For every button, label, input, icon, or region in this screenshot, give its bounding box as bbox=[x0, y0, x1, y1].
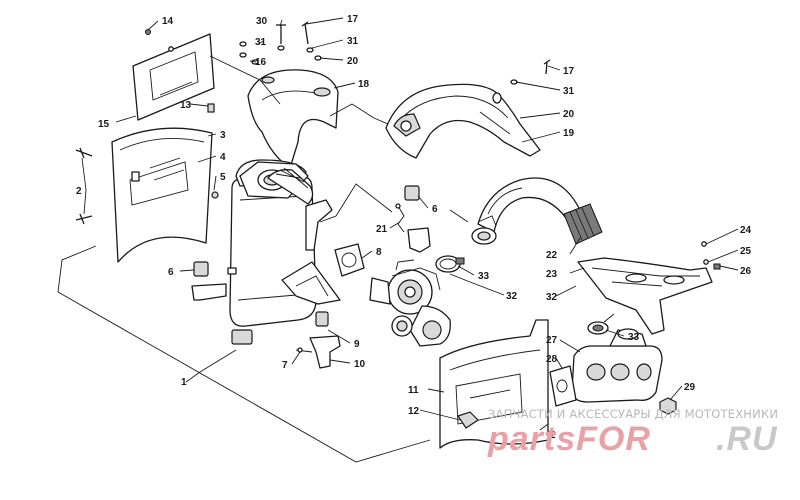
assembly-outline-1 bbox=[57, 245, 431, 463]
callout-16: 16 bbox=[255, 57, 267, 68]
exhaust-manifold bbox=[571, 328, 663, 403]
callout-29: 29 bbox=[684, 382, 696, 393]
support-bracket bbox=[281, 261, 341, 305]
band-clamp-left bbox=[435, 255, 465, 273]
watermark: ЗАПЧАСТИ И АКСЕССУАРЫ ДЛЯ МОТОТЕХНИКИ pa… bbox=[487, 407, 778, 458]
callout-32-right: 32 bbox=[546, 292, 558, 303]
watermark-tagline: ЗАПЧАСТИ И АКСЕССУАРЫ ДЛЯ МОТОТЕХНИКИ bbox=[488, 407, 778, 421]
callout-31-left: 31 bbox=[255, 37, 267, 48]
callout-2-left: 2 bbox=[76, 186, 82, 197]
callout-11: 11 bbox=[408, 385, 419, 396]
hardware bbox=[75, 21, 551, 225]
callout-9: 9 bbox=[354, 339, 360, 350]
callout-17-top: 17 bbox=[347, 14, 359, 25]
callout-31-right: 31 bbox=[563, 86, 575, 97]
callout-1: 1 bbox=[181, 377, 187, 388]
callout-25: 25 bbox=[740, 246, 752, 257]
turbocharger bbox=[369, 259, 451, 347]
callout-8: 8 bbox=[376, 247, 382, 258]
callout-7: 7 bbox=[282, 360, 288, 371]
turbo-gasket bbox=[334, 243, 365, 277]
callout-23: 23 bbox=[546, 269, 558, 280]
turbo-heat-cover bbox=[247, 69, 339, 169]
callout-33-right: 33 bbox=[628, 332, 640, 343]
lower-heat-shield bbox=[439, 319, 549, 449]
callout-15: 15 bbox=[98, 119, 110, 130]
callout-labels: 1 2 2 3 4 5 6 6 7 8 9 10 11 12 13 14 15 … bbox=[76, 14, 752, 441]
callout-31-top: 31 bbox=[347, 36, 359, 47]
callout-13: 13 bbox=[180, 100, 192, 111]
callout-21: 21 bbox=[376, 224, 388, 235]
callout-6-left: 6 bbox=[168, 267, 174, 278]
manifold-gasket bbox=[549, 365, 577, 407]
manifold-nut bbox=[659, 397, 677, 415]
callout-33-left: 33 bbox=[478, 271, 490, 282]
callout-10: 10 bbox=[354, 359, 366, 370]
callout-32-left: 32 bbox=[506, 291, 518, 302]
callout-28: 28 bbox=[546, 354, 558, 365]
charge-pipe bbox=[471, 177, 603, 245]
callout-3: 3 bbox=[220, 130, 226, 141]
callout-18: 18 bbox=[358, 79, 370, 90]
rubber-mount-right bbox=[395, 185, 431, 253]
heat-shield-plate bbox=[132, 33, 215, 121]
callout-19: 19 bbox=[563, 128, 575, 139]
callout-26: 26 bbox=[740, 266, 752, 277]
leader-lines bbox=[81, 17, 739, 431]
band-clamp-right bbox=[587, 313, 615, 335]
callout-30: 30 bbox=[256, 16, 268, 27]
callout-12: 12 bbox=[408, 406, 420, 417]
callout-2-bottom: 2 bbox=[550, 430, 556, 441]
callout-20-right: 20 bbox=[563, 109, 575, 120]
muffler-heat-shield bbox=[111, 127, 213, 263]
callout-22: 22 bbox=[546, 250, 558, 261]
watermark-logo-tld: .RU bbox=[716, 420, 778, 458]
callout-5: 5 bbox=[220, 172, 226, 183]
callout-4: 4 bbox=[220, 152, 226, 163]
callout-24: 24 bbox=[740, 225, 752, 236]
callout-14: 14 bbox=[162, 16, 174, 27]
manifold-heat-shield bbox=[577, 241, 721, 335]
callout-27: 27 bbox=[546, 335, 558, 346]
intake-duct bbox=[385, 83, 541, 159]
watermark-logo-main: partsFOR bbox=[487, 420, 651, 458]
bracket-9-10 bbox=[295, 311, 341, 369]
lower-mount-bracket bbox=[191, 261, 237, 301]
callout-20-top: 20 bbox=[347, 56, 359, 67]
callout-17-right: 17 bbox=[563, 66, 575, 77]
callout-6-right: 6 bbox=[432, 204, 438, 215]
